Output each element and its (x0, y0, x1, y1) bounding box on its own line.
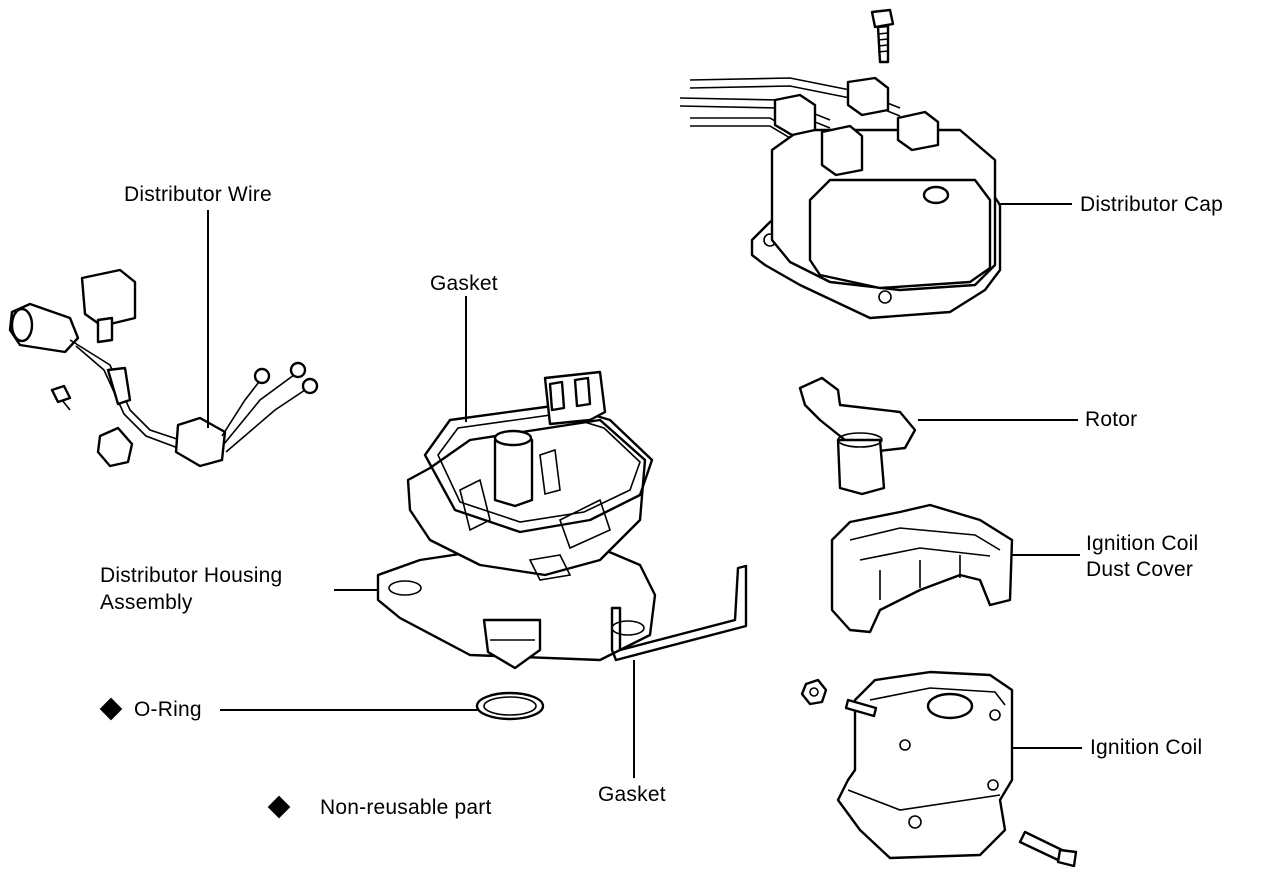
label-ignition-coil: Ignition Coil (1090, 736, 1203, 759)
label-distributor-housing-line1: Distributor Housing (100, 564, 283, 587)
leader-lines (207, 203, 1082, 778)
label-distributor-cap: Distributor Cap (1080, 193, 1224, 216)
ignition-coil-dust-cover (830, 503, 1014, 634)
label-ignition-coil-dust-cover-line2: Dust Cover (1086, 558, 1194, 581)
distributor-housing-assembly (376, 370, 657, 670)
label-ignition-coil-dust-cover-line1: Ignition Coil (1086, 532, 1199, 555)
distributor-wire (8, 268, 319, 468)
ignition-coil (800, 670, 1078, 868)
distributor-cap (679, 8, 1002, 320)
label-o-ring: O-Ring (134, 698, 202, 721)
gasket-strip (610, 564, 748, 662)
o-ring (475, 691, 545, 721)
label-gasket-top: Gasket (430, 272, 498, 295)
label-distributor-housing-line2: Assembly (100, 591, 193, 614)
label-gasket-bottom: Gasket (598, 783, 666, 806)
label-distributor-wire: Distributor Wire (124, 183, 272, 206)
rotor (798, 376, 917, 496)
label-rotor: Rotor (1085, 408, 1138, 431)
legend-text: Non-reusable part (320, 796, 492, 819)
